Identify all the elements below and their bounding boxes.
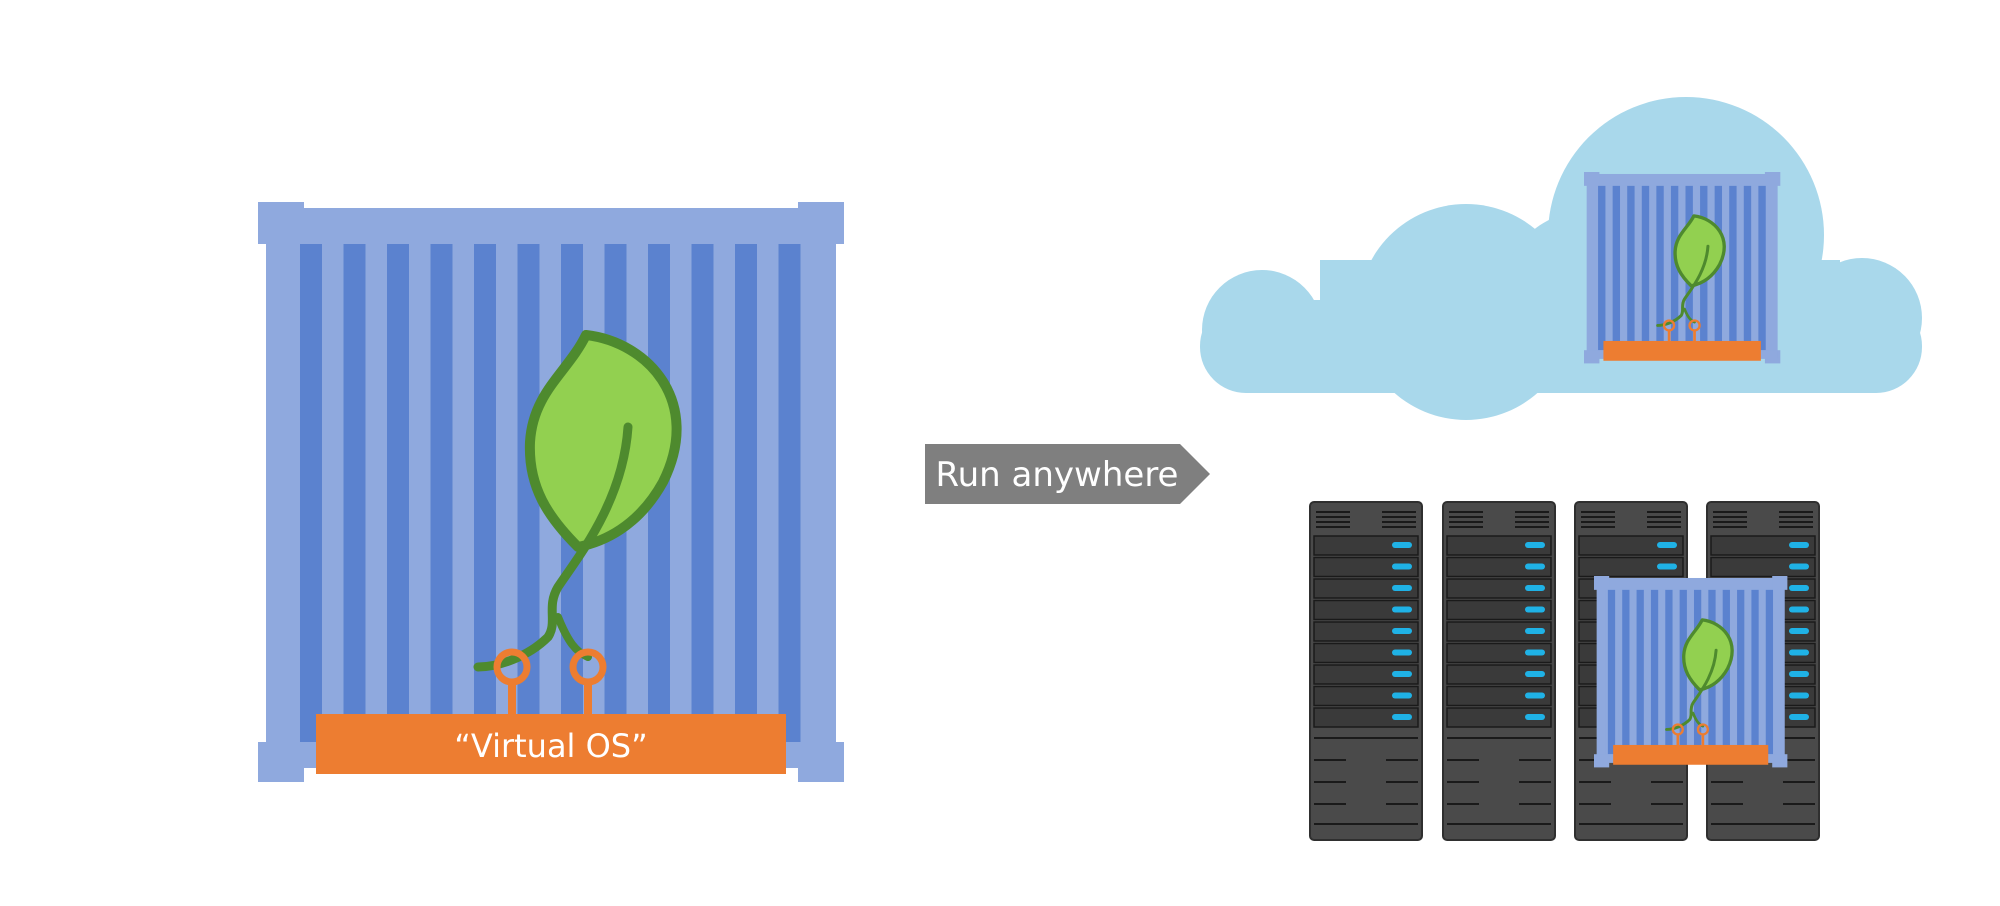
- container-icon: [258, 202, 844, 782]
- main-container: “Virtual OS”: [258, 202, 844, 782]
- container-icon: [1582, 170, 1782, 366]
- cloud-container: [1582, 170, 1782, 366]
- cloud: [1200, 97, 1922, 420]
- virtual-os-label: “Virtual OS”: [454, 727, 647, 765]
- arrow-shape: [925, 444, 1210, 504]
- run-anywhere-arrow: Run anywhere: [925, 444, 1210, 504]
- server-rack: [1309, 501, 1423, 841]
- server-container: [1592, 574, 1790, 770]
- server-rack: [1442, 501, 1556, 841]
- container-icon: [1592, 574, 1790, 770]
- arrow-label: Run anywhere: [936, 455, 1179, 495]
